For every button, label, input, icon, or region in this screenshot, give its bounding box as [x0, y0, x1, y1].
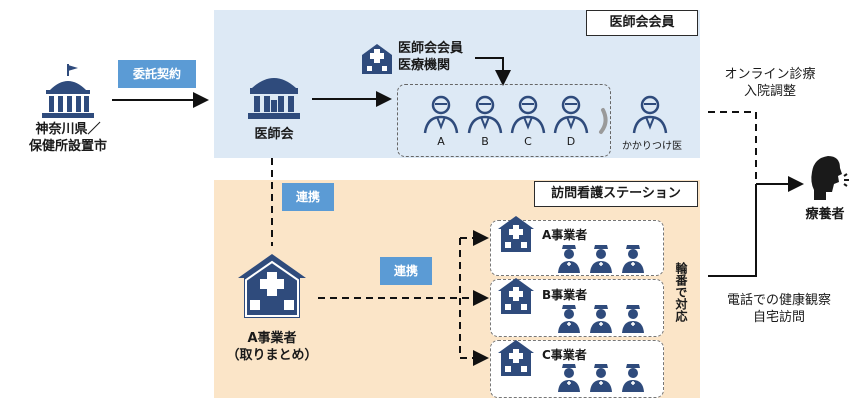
medical-association-building-icon — [248, 70, 300, 120]
family-doctor-label: かかりつけ医 — [621, 141, 683, 152]
nurse-icon — [556, 243, 582, 273]
nurse-icon — [620, 243, 646, 273]
government-line1: 神奈川県／ — [35, 122, 101, 137]
member-institution-label: 医師会会員 医療機関 — [398, 40, 476, 74]
doctor-label: D — [566, 135, 576, 148]
provider-building-icon — [496, 276, 536, 316]
doctor-label: C — [524, 135, 532, 148]
lead-provider-line1: A事業者 — [247, 331, 297, 346]
provider-label-b: B事業者 — [542, 288, 588, 302]
contract-tag: 委託契約 — [118, 60, 196, 88]
nurse-icon — [588, 303, 614, 333]
nurse-icon — [588, 243, 614, 273]
phone-line1: 電話での健康観察 — [726, 293, 831, 308]
cooperation-tag-vertical: 連携 — [282, 183, 334, 211]
government-label: 神奈川県／ 保健所設置市 — [8, 121, 128, 155]
lead-provider-building-icon — [236, 252, 308, 320]
family-doctor-icon — [630, 93, 670, 137]
member-institution-line1: 医師会会員 — [398, 41, 464, 56]
rotation-note: 輪番で対応 — [674, 262, 688, 322]
doctor-icon: D — [551, 93, 591, 148]
medical-association-label: 医師会 — [254, 127, 294, 142]
cooperation-tag-horizontal: 連携 — [380, 257, 432, 285]
phone-text: 電話での健康観察 自宅訪問 — [704, 292, 854, 326]
doctor-icon: A — [421, 93, 461, 148]
nurse-icon — [556, 362, 582, 392]
patient-label: 療養者 — [805, 207, 845, 222]
doctor-label: A — [437, 135, 445, 148]
provider-building-icon — [496, 214, 536, 254]
provider-building-icon — [496, 338, 536, 378]
doctor-icon: B — [465, 93, 505, 148]
nurse-icon — [556, 303, 582, 333]
station-box: 訪問看護ステーション — [534, 181, 698, 207]
doctor-icon: C — [508, 93, 548, 148]
nurse-icon — [588, 362, 614, 392]
member-institution-line2: 医療機関 — [398, 58, 451, 73]
online-line1: オンライン診療 — [724, 67, 816, 82]
nurse-icon — [620, 303, 646, 333]
government-building-icon — [40, 62, 96, 120]
nurse-icon — [620, 362, 646, 392]
doctors-group — [397, 84, 611, 157]
lead-provider-line2: （取りまとめ） — [226, 348, 318, 363]
online-text: オンライン診療 入院調整 — [705, 66, 835, 100]
lead-provider-label: A事業者 （取りまとめ） — [226, 330, 318, 364]
online-line2: 入院調整 — [743, 84, 796, 99]
provider-label-c: C事業者 — [542, 348, 587, 362]
hospital-icon — [360, 41, 394, 75]
government-line2: 保健所設置市 — [28, 139, 107, 154]
phone-line2: 自宅訪問 — [752, 310, 805, 325]
patient-coughing-icon — [806, 152, 852, 202]
provider-label-a: A事業者 — [542, 228, 588, 242]
physician-member-box: 医師会会員 — [586, 10, 698, 36]
doctor-label: B — [481, 135, 489, 148]
